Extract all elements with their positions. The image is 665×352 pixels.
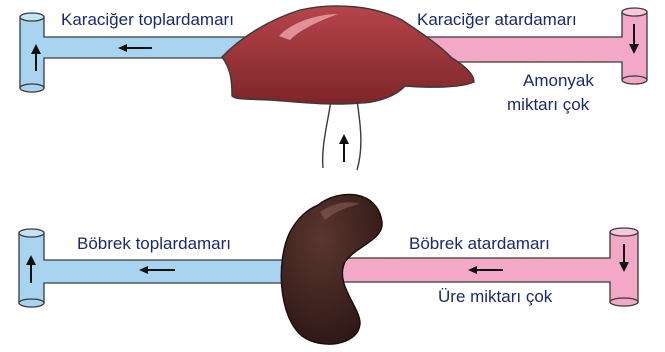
kidney-vein-label: Böbrek toplardamarı bbox=[77, 234, 231, 253]
portal-vein-vessel bbox=[323, 100, 361, 170]
liver-artery-label: Karaciğer atardamarı bbox=[417, 10, 577, 29]
up-arrow-icon bbox=[339, 134, 349, 162]
ammonia-label-line2: miktarı çok bbox=[507, 95, 590, 114]
kidney-artery-label: Böbrek atardamarı bbox=[409, 234, 550, 253]
ammonia-label-line1: Amonyak bbox=[523, 71, 594, 90]
liver-vein-label: Karaciğer toplardamarı bbox=[61, 10, 234, 29]
urea-label: Üre miktarı çok bbox=[438, 287, 553, 306]
